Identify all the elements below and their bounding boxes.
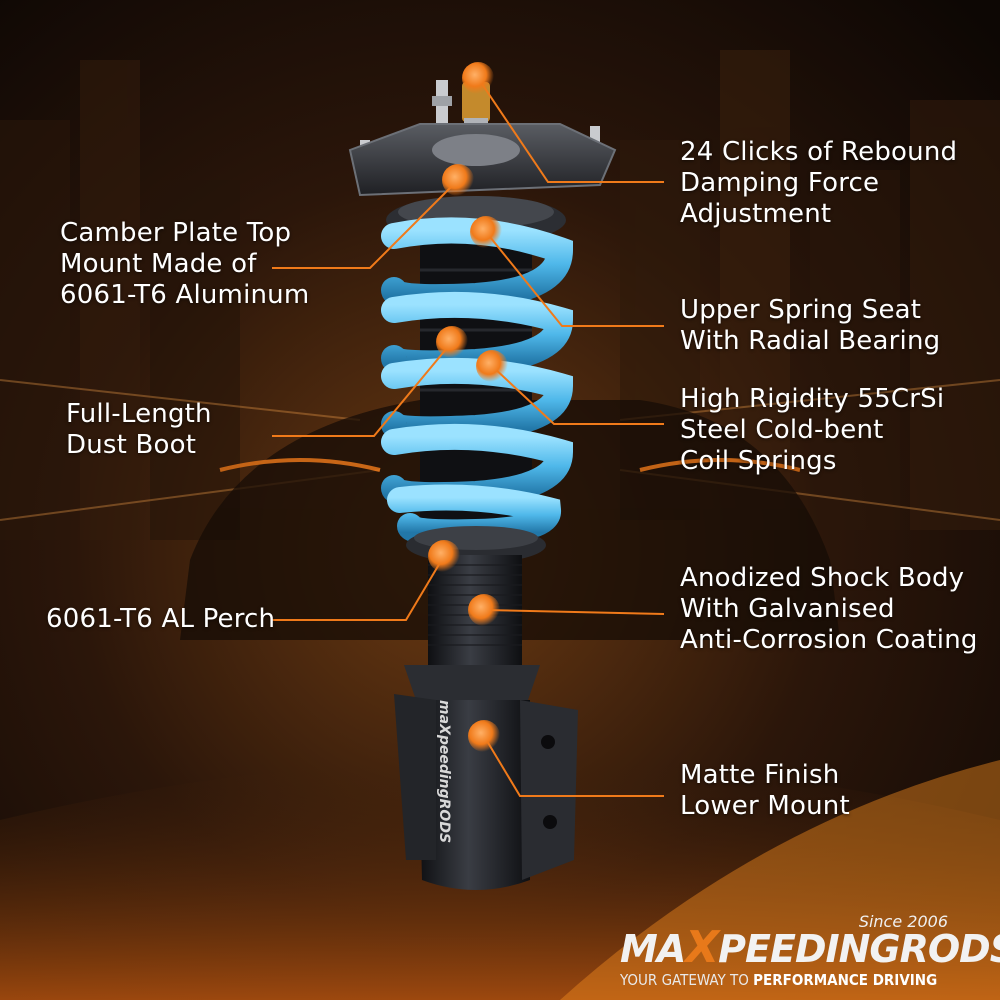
- callout-rebound: 24 Clicks of Rebound Damping Force Adjus…: [680, 137, 958, 229]
- callout-shock-body: Anodized Shock Body With Galvanised Anti…: [680, 563, 978, 655]
- road-highlight: [560, 760, 1000, 1000]
- strut-brand-print: maXpeedingRODS: [436, 700, 452, 843]
- brand-logo: maXPEEDINGRODS: [620, 922, 1000, 973]
- callout-lower-mount: Matte Finish Lower Mount: [680, 760, 850, 821]
- coil-spring: [381, 217, 574, 546]
- lower-mount: [418, 700, 530, 890]
- brand-tagline: YOUR GATEWAY TO PERFORMANCE DRIVING: [620, 971, 938, 989]
- lock-ring: [404, 665, 540, 700]
- brand-logo-block: Since 2006 maXPEEDINGRODS YOUR GATEWAY T…: [620, 908, 1000, 989]
- brand-since: Since 2006: [858, 912, 948, 931]
- callout-dots: [428, 62, 508, 752]
- camber-plate-bearing: [432, 134, 520, 166]
- callout-dust-boot: Full-Length Dust Boot: [66, 399, 212, 460]
- callout-perch: 6061-T6 AL Perch: [46, 604, 276, 634]
- callout-camber: Camber Plate Top Mount Made of 6061-T6 A…: [60, 218, 310, 310]
- callout-spring-seat: Upper Spring Seat With Radial Bearing: [680, 295, 941, 356]
- callout-leaders: [272, 77, 665, 797]
- callout-coil: High Rigidity 55CrSi Steel Cold-bent Coi…: [680, 384, 945, 476]
